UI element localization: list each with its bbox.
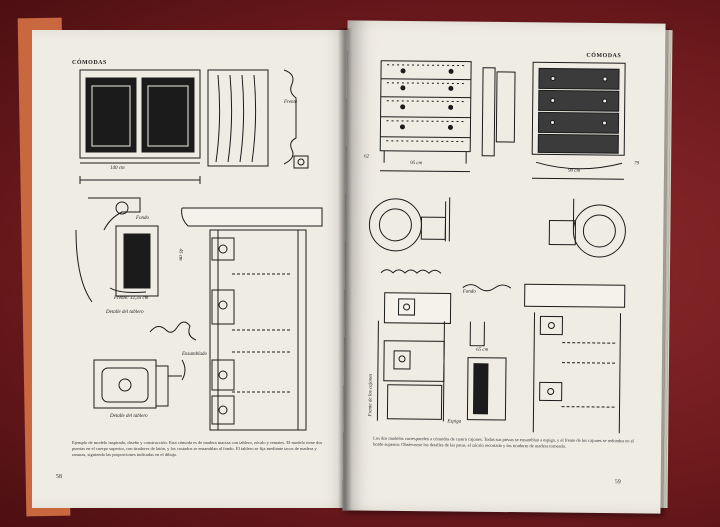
dim-c-label: 65 cm bbox=[476, 347, 489, 353]
knob-detail-b bbox=[572, 204, 626, 258]
fondo-label: Fondo bbox=[136, 216, 150, 221]
frente-label: Frente bbox=[284, 100, 298, 105]
dim-a-label: 95 cm bbox=[410, 161, 423, 167]
left-caption: Ejemplo de modelo inspirado, diseño y co… bbox=[72, 440, 323, 457]
drawer-detail-drawing bbox=[93, 359, 157, 409]
detalle-tablero-2-label: Detalle del tablero bbox=[110, 414, 148, 419]
left-page-number: 58 bbox=[56, 474, 62, 480]
chest-a-drawing bbox=[379, 60, 472, 153]
wavy-skirt bbox=[380, 269, 442, 274]
book-gutter bbox=[338, 28, 352, 510]
frame-drawing bbox=[115, 225, 159, 297]
right-page-drawings bbox=[368, 60, 626, 434]
right-side-label: 79 bbox=[634, 161, 640, 167]
profile-moulding bbox=[283, 69, 297, 165]
right-page: CÓMODAS bbox=[342, 20, 666, 514]
dim-b-label: 90 cm bbox=[567, 168, 581, 174]
chest-b-drawing bbox=[531, 61, 626, 156]
right-page-number: 59 bbox=[614, 479, 621, 486]
espiga-drawing bbox=[466, 357, 507, 421]
frente-cm-label: Frente: 32,35 cm bbox=[114, 296, 149, 301]
detalle-tablero-label: Detalle del tablero bbox=[106, 310, 144, 315]
espiga-label: Espiga bbox=[447, 419, 462, 425]
left-page: CÓMODAS bbox=[32, 30, 352, 508]
fondo-label-right: Fondo bbox=[462, 289, 476, 295]
left-page-drawings bbox=[75, 69, 323, 431]
cabinet-front-drawing bbox=[79, 69, 201, 159]
left-side-label: 62 bbox=[364, 154, 370, 160]
side-panel-drawing bbox=[207, 69, 269, 167]
left-running-head: CÓMODAS bbox=[72, 60, 107, 66]
ensamblado-label: Ensamblado bbox=[182, 352, 207, 357]
dim-side-label: 45 cm bbox=[177, 248, 183, 261]
frente-cajones-label: Frente de los cajones bbox=[368, 373, 374, 417]
knob-detail-a bbox=[368, 198, 422, 252]
dim-top-label: 140 cm bbox=[110, 166, 125, 171]
